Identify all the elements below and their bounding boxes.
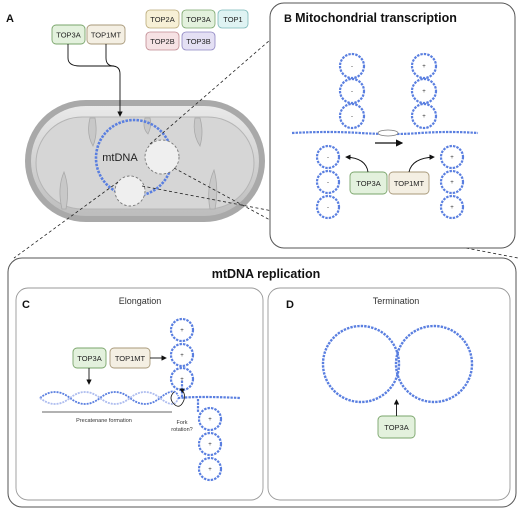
svg-text:-: -	[327, 180, 329, 186]
replication-title: mtDNA replication	[212, 267, 321, 281]
d-catenated-circles	[321, 324, 474, 404]
svg-text:TOP3B: TOP3B	[186, 37, 210, 46]
b-arrow-top3a	[345, 154, 369, 173]
svg-text:+: +	[180, 377, 184, 383]
svg-text:TOP2A: TOP2A	[150, 15, 174, 24]
svg-text:-: -	[351, 89, 353, 95]
svg-text:TOP1MT: TOP1MT	[91, 31, 122, 40]
svg-text:TOP1MT: TOP1MT	[115, 354, 146, 363]
legend-top2a: TOP2A	[145, 9, 180, 29]
panel-c-title: Elongation	[119, 296, 162, 306]
svg-text:TOP3A: TOP3A	[384, 423, 408, 432]
svg-text:TOP1MT: TOP1MT	[394, 179, 425, 188]
d-top3a-box: TOP3A	[377, 415, 416, 439]
c-double-helix	[39, 390, 179, 405]
svg-text:+: +	[450, 155, 454, 161]
svg-text:+: +	[450, 205, 454, 211]
c-supercoil-signs: + + + + + +	[180, 328, 212, 473]
a-arrow-top1mt-branch	[105, 44, 115, 67]
c-fork-label-1: Fork	[177, 420, 188, 426]
panel-d-title: Termination	[373, 296, 420, 306]
svg-text:TOP3A: TOP3A	[56, 31, 80, 40]
svg-text:TOP3A: TOP3A	[186, 15, 210, 24]
svg-text:+: +	[180, 353, 184, 359]
panel-b-box	[269, 2, 516, 249]
svg-text:+: +	[422, 89, 426, 95]
svg-text:-: -	[327, 155, 329, 161]
c-fork-label-2: rotation?	[171, 427, 192, 433]
c-top1mt-box: TOP1MT	[109, 347, 151, 369]
panel-b-letter: B	[284, 13, 292, 25]
svg-text:+: +	[422, 64, 426, 70]
svg-text:-: -	[351, 114, 353, 120]
panel-a-letter: A	[6, 13, 14, 25]
panel-c-letter: C	[22, 299, 30, 311]
a-arrow-to-mtdna	[67, 44, 123, 117]
panel-d-box	[267, 287, 511, 501]
legend-top1: TOP1	[217, 9, 249, 29]
c-fork-strands	[169, 317, 241, 482]
legend-top2b: TOP2B	[145, 31, 180, 51]
panel-c-box	[15, 287, 264, 501]
panel-b-title: Mitochondrial transcription	[295, 11, 457, 25]
c-precatenane-label: Precatenane formation	[76, 418, 132, 424]
mitochondrion	[25, 100, 265, 222]
legend-top3a: TOP3A	[181, 9, 216, 29]
svg-text:+: +	[208, 442, 212, 448]
b-transcription-bubble	[377, 129, 399, 137]
legend-top3b: TOP3B	[181, 31, 216, 51]
svg-text:TOP1: TOP1	[223, 15, 242, 24]
c-top3a-box: TOP3A	[72, 347, 107, 369]
b-top1mt-box: TOP1MT	[388, 171, 430, 195]
svg-text:-: -	[351, 64, 353, 70]
svg-text:TOP3A: TOP3A	[356, 179, 380, 188]
svg-text:+: +	[450, 180, 454, 186]
b-supercoil-signs: - - - + + + - - - + + +	[327, 64, 454, 211]
svg-text:-: -	[327, 205, 329, 211]
svg-text:+: +	[208, 417, 212, 423]
svg-text:TOP2B: TOP2B	[150, 37, 174, 46]
mtdna-label: mtDNA	[102, 152, 138, 164]
a-top3a-box: TOP3A	[51, 24, 86, 45]
b-arrow-top1mt	[408, 154, 435, 173]
a-top1mt-box: TOP1MT	[86, 24, 126, 45]
zoom-circle-replication	[114, 175, 146, 207]
panel-d-letter: D	[286, 299, 294, 311]
zoom-circle-transcription	[144, 139, 180, 175]
svg-text:TOP3A: TOP3A	[77, 354, 101, 363]
svg-text:+: +	[208, 467, 212, 473]
svg-text:+: +	[180, 328, 184, 334]
c-fork-rotation-arrow	[170, 388, 185, 407]
svg-text:+: +	[422, 114, 426, 120]
b-top3a-box: TOP3A	[349, 171, 388, 195]
